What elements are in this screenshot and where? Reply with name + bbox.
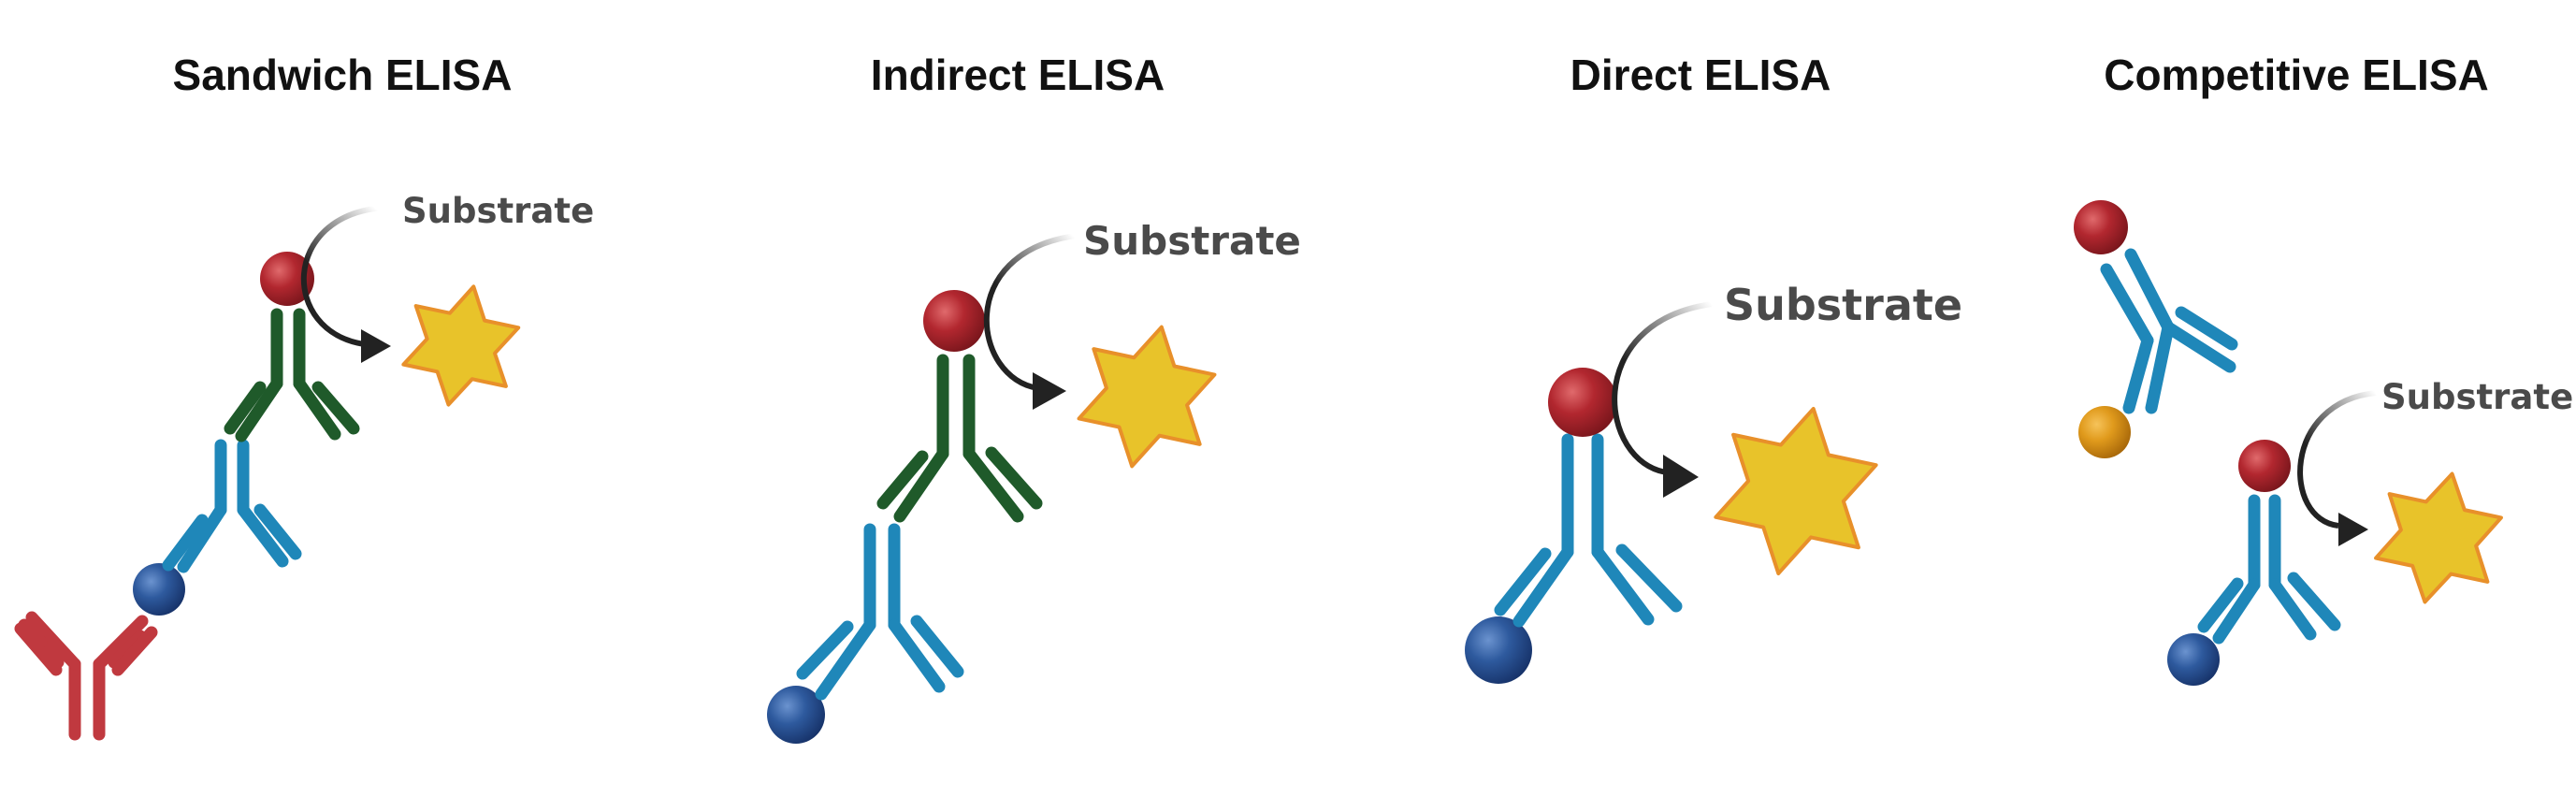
primary-antibody (2197, 494, 2341, 645)
antigen-ball (2167, 633, 2220, 686)
arrowhead-icon (1663, 455, 1699, 498)
panel-title-indirect: Indirect ELISA (871, 51, 1165, 99)
capture-antibody (14, 611, 158, 741)
antigen-ball (133, 563, 185, 616)
enzyme-ball (2074, 200, 2128, 254)
panel-direct: Direct ELISA Substrate (1465, 51, 1962, 684)
enzyme-ball (2238, 440, 2291, 492)
panel-title-competitive: Competitive ELISA (2104, 51, 2489, 99)
secondary-antibody (876, 354, 1043, 523)
enzyme-ball (260, 252, 314, 306)
panel-indirect: Indirect ELISA Substrate (767, 51, 1301, 744)
reaction-arrow-icon (2297, 390, 2377, 529)
antigen-ball (1465, 616, 1532, 684)
primary-antibody (796, 523, 964, 701)
labeled-antibody (2100, 248, 2238, 414)
arrowhead-icon (361, 329, 391, 363)
product-star-icon (401, 284, 521, 407)
antigen-ball (767, 686, 825, 744)
enzyme-ball (923, 290, 985, 352)
arrowhead-icon (2338, 513, 2368, 546)
panel-competitive: Competitive ELISA Substrate (2074, 51, 2573, 686)
product-star-icon (1714, 406, 1878, 576)
panel-title-direct: Direct ELISA (1570, 51, 1831, 99)
product-star-icon (1077, 325, 1217, 469)
reaction-arrow-icon (300, 205, 384, 347)
arrowhead-icon (1033, 372, 1066, 410)
substrate-label-indirect: Substrate (1083, 218, 1301, 264)
enzyme-ball (1548, 368, 1617, 437)
primary-antibody (1494, 433, 1683, 628)
detection-antibody (162, 439, 302, 573)
competitor-antigen-ball (2078, 406, 2131, 458)
reaction-arrow-icon (1612, 301, 1713, 475)
substrate-label-sandwich: Substrate (402, 191, 594, 231)
reaction-arrow-icon (983, 233, 1077, 391)
panel-title-sandwich: Sandwich ELISA (173, 51, 513, 99)
secondary-antibody (224, 308, 360, 442)
product-star-icon (2374, 471, 2503, 604)
substrate-label-direct: Substrate (1724, 280, 1962, 330)
panel-sandwich: Sandwich ELISA (14, 51, 594, 741)
substrate-label-competitive: Substrate (2381, 377, 2573, 417)
